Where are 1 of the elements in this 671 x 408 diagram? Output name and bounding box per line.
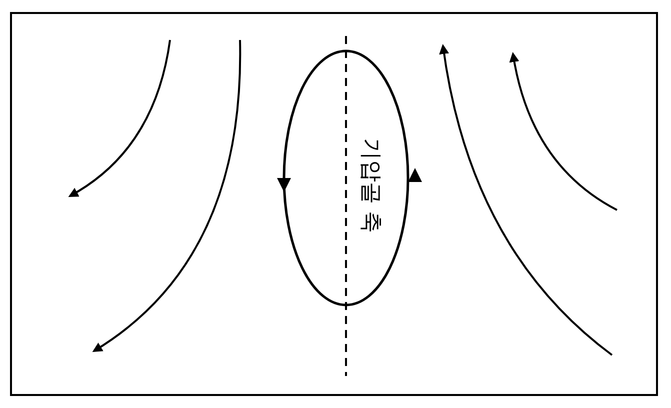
axis-label: 기압골 축	[358, 138, 382, 233]
